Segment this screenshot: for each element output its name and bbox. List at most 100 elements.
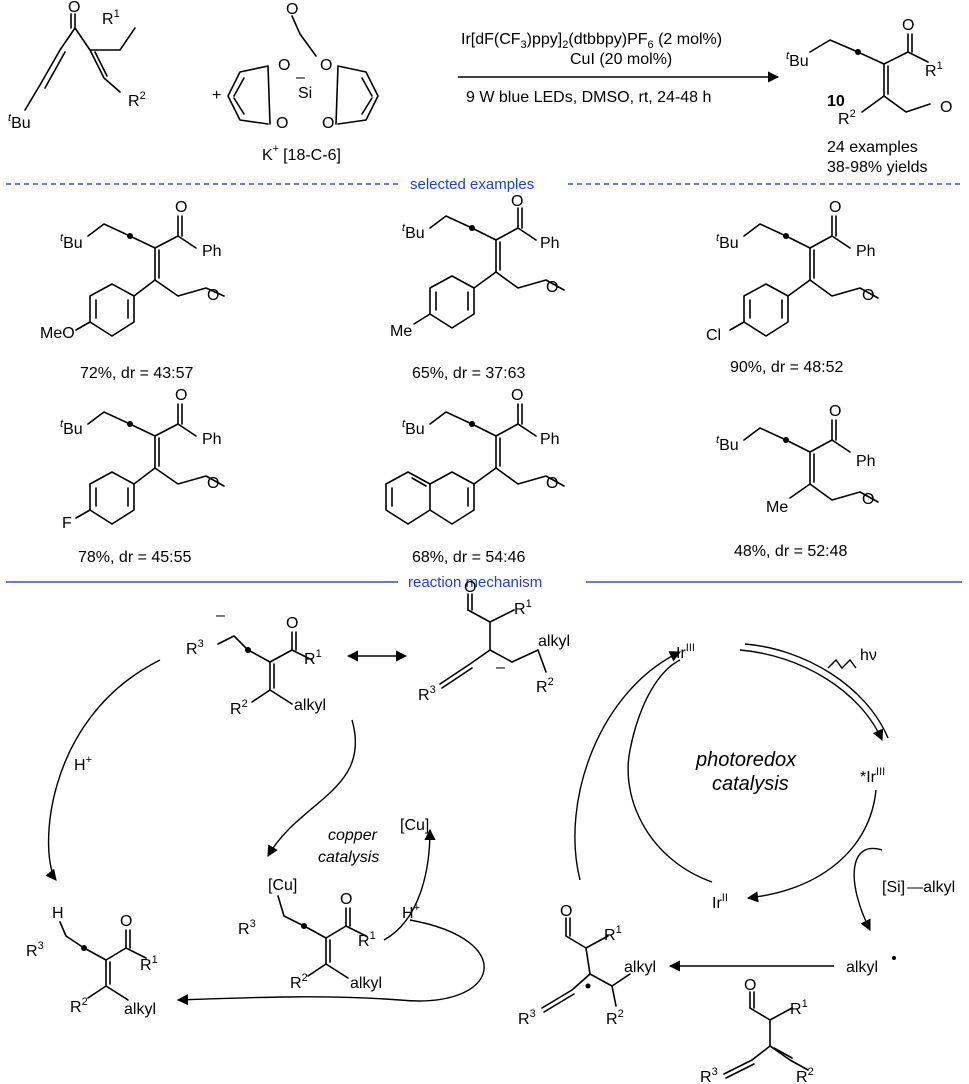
silicate-reagent: O Si – O O O O K+[18-C-6] xyxy=(227,1,379,164)
svg-text:R3: R3 xyxy=(26,940,44,960)
svg-text:O: O xyxy=(464,579,476,596)
substituent-r2-label: R2 xyxy=(128,90,146,110)
section-title-mechanism: reaction mechanism xyxy=(408,574,542,591)
proton-label-copper: H+ xyxy=(402,902,420,922)
svg-text:O: O xyxy=(286,615,298,632)
svg-text:MeO: MeO xyxy=(40,325,75,342)
svg-text:R1: R1 xyxy=(140,954,158,974)
plus-sign: + xyxy=(212,87,221,104)
svg-text:Cl: Cl xyxy=(706,327,721,344)
svg-text:Me: Me xyxy=(390,323,412,340)
svg-text:O: O xyxy=(744,977,756,994)
svg-text:O: O xyxy=(862,491,874,508)
example-6-yield: 48%, dr = 52:48 xyxy=(734,543,848,560)
example-6: tBu O Ph O Me 48%, dr = 52:48 xyxy=(716,403,879,560)
svg-text:O: O xyxy=(940,99,952,116)
svg-text:alkyl: alkyl xyxy=(624,959,656,976)
product-allene: O R1 R2 O tBu 10 24 examples 38-98% yiel… xyxy=(786,17,952,176)
example-3: tBu O Ph O Cl 90%, dr = 48:52 xyxy=(706,199,879,376)
svg-text:O: O xyxy=(829,403,841,420)
svg-text:O: O xyxy=(276,115,288,132)
svg-text:tBu: tBu xyxy=(60,418,83,438)
svg-text:R2: R2 xyxy=(536,676,554,696)
example-2-yield: 65%, dr = 37:63 xyxy=(412,365,526,382)
copper-species-label: [Cu] xyxy=(400,817,429,834)
svg-text:tBu: tBu xyxy=(786,50,809,70)
ir-iii: IrIII xyxy=(676,642,695,662)
svg-text:R3: R3 xyxy=(238,918,256,938)
final-allene-product: H O R1 R2 alkyl R3 xyxy=(26,905,158,1018)
svg-text:tBu: tBu xyxy=(716,232,739,252)
svg-text:R3: R3 xyxy=(418,684,436,704)
svg-text:R3: R3 xyxy=(700,1066,718,1084)
svg-text:F: F xyxy=(62,515,72,532)
svg-text:O: O xyxy=(175,387,187,404)
svg-text:O: O xyxy=(322,115,334,132)
copper-catalysis-label-2: catalysis xyxy=(318,849,379,866)
carbonyl-oxygen: O xyxy=(68,0,80,16)
svg-text:O: O xyxy=(207,475,219,492)
proton-label-left: H+ xyxy=(74,754,92,774)
example-1-yield: 72%, dr = 43:57 xyxy=(80,365,194,382)
starting-material-enynone: O R1 R2 tBu xyxy=(8,0,146,132)
svg-text:O: O xyxy=(862,287,874,304)
svg-text:R1: R1 xyxy=(358,930,376,950)
svg-text:R1: R1 xyxy=(304,648,322,668)
ir-ii: IrII xyxy=(712,892,728,912)
svg-text:O: O xyxy=(175,199,187,216)
photoredox-cycle: hν IrIII *IrIII IrII photoredox catalysi… xyxy=(574,642,955,976)
ir-iii-excited: *IrIII xyxy=(860,766,885,786)
copper-catalyst-label: CuI (20 mol%) xyxy=(570,51,672,68)
svg-text:R3: R3 xyxy=(186,638,204,658)
svg-text:R2: R2 xyxy=(290,972,308,992)
section-title-selected: selected examples xyxy=(410,176,534,193)
silicate-reagent-label: [Si]—alkyl xyxy=(882,879,955,896)
product-number: 10 xyxy=(827,93,845,110)
svg-text:tBu: tBu xyxy=(402,222,425,242)
svg-text:alkyl: alkyl xyxy=(294,697,326,714)
enynone-acceptor: O R1 R2 R3 xyxy=(700,977,814,1084)
svg-text:R1: R1 xyxy=(514,598,532,618)
svg-text:–: – xyxy=(216,607,225,624)
svg-text:Ph: Ph xyxy=(540,431,560,448)
tert-butyl-label: tBu xyxy=(8,112,31,132)
reaction-conditions: Ir[dF(CF3)ppy]2(dtbbpy)PF6 (2 mol%) CuI … xyxy=(458,31,780,106)
svg-text:R1: R1 xyxy=(925,60,943,80)
photocatalyst-label: Ir[dF(CF3)ppy]2(dtbbpy)PF6 (2 mol%) xyxy=(461,31,722,51)
svg-text:Me: Me xyxy=(766,499,788,516)
svg-text:R1: R1 xyxy=(604,924,622,944)
svg-text:O: O xyxy=(511,387,523,404)
svg-text:alkyl: alkyl xyxy=(538,633,570,650)
copper-catalysis-label-1: copper xyxy=(328,827,378,844)
svg-text:alkyl: alkyl xyxy=(124,1001,156,1018)
example-2: tBu O Ph O Me 65%, dr = 37:63 xyxy=(390,193,565,382)
photoredox-label-1: photoredox xyxy=(695,749,797,771)
svg-text:R1: R1 xyxy=(790,998,808,1018)
svg-text:Ph: Ph xyxy=(202,431,222,448)
svg-text:O: O xyxy=(207,287,219,304)
silicon-atom: Si xyxy=(298,85,312,102)
radical-intermediate: O R1 alkyl R2 R3 xyxy=(518,903,656,1028)
methoxy-oxygen: O xyxy=(286,1,298,18)
example-1: tBu O Ph O MeO 72%, dr = 43:57 xyxy=(40,199,225,382)
svg-text:O: O xyxy=(511,193,523,210)
conditions-label: 9 W blue LEDs, DMSO, rt, 24-48 h xyxy=(466,89,711,106)
svg-text:O: O xyxy=(546,279,558,296)
svg-text:R2: R2 xyxy=(838,108,856,128)
substituent-r1-label: R1 xyxy=(102,8,120,28)
svg-text:O: O xyxy=(902,17,914,34)
section-divider-mechanism: reaction mechanism xyxy=(6,574,962,591)
svg-text:H: H xyxy=(52,905,64,922)
svg-text:tBu: tBu xyxy=(60,232,83,252)
svg-text:R2: R2 xyxy=(606,1008,624,1028)
svg-text:R2: R2 xyxy=(70,996,88,1016)
svg-text:Ph: Ph xyxy=(202,243,222,260)
svg-text:R2: R2 xyxy=(230,698,248,718)
svg-text:O: O xyxy=(829,199,841,216)
svg-text:alkyl: alkyl xyxy=(350,975,382,992)
example-4: tBu O Ph O F 78%, dr = 45:55 xyxy=(60,387,225,566)
example-5: tBu O Ph O 68%, dr = 54:46 xyxy=(385,387,565,566)
svg-text:O: O xyxy=(560,903,572,920)
section-divider-selected: selected examples xyxy=(6,176,962,193)
